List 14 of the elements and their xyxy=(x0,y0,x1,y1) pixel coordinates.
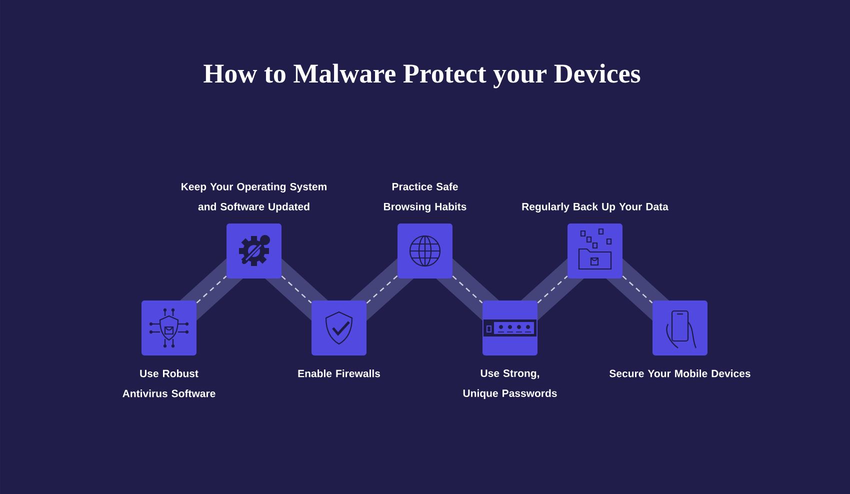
step-label: Regularly Back Up Your Data xyxy=(522,202,668,212)
connector-line xyxy=(281,276,312,304)
step-label: Use Strong, Unique Passwords xyxy=(463,370,557,400)
step-label: Use Robust Antivirus Software xyxy=(122,370,216,398)
step-label: Practice Safe Browsing Habits xyxy=(384,182,466,212)
connector-line xyxy=(196,276,227,304)
connector-line xyxy=(537,276,568,304)
connector-line xyxy=(366,275,398,304)
title: How to Malware Protect your Devices xyxy=(204,64,640,88)
step-label: Keep Your Operating System and Software Updated xyxy=(182,182,326,212)
connector-line xyxy=(622,276,653,304)
step-label: Secure Your Mobile Devices xyxy=(610,370,750,378)
connector-line xyxy=(452,276,483,304)
step-label: Enable Firewalls xyxy=(298,370,380,378)
